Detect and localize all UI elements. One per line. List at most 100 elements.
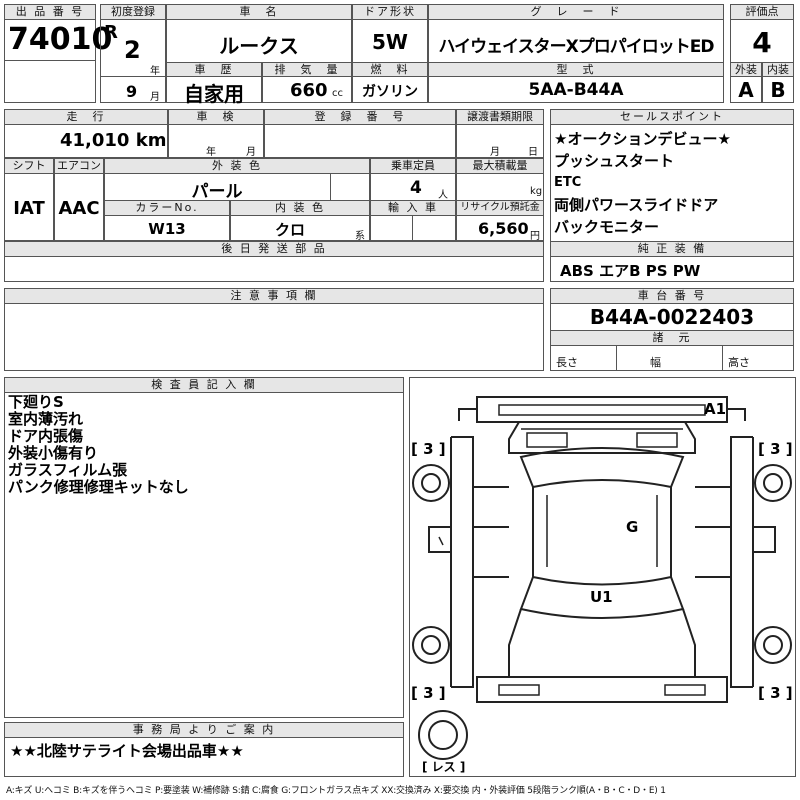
tire-score-front-left: [ 3 ]	[411, 440, 446, 458]
first-reg-box	[100, 19, 166, 103]
office-header: 事 務 局 よ り ご 案 内	[4, 722, 404, 738]
caution-box	[4, 303, 544, 371]
equipment-box	[550, 256, 794, 282]
model-header: 型 式	[428, 62, 724, 77]
color-header: 外 装 色	[104, 158, 370, 174]
era-letter: R	[104, 22, 118, 43]
score-header: 評価点	[730, 4, 794, 20]
car-name: ルークス	[219, 34, 299, 58]
inspector-note: 外装小傷有り	[8, 444, 99, 462]
recycle-unit: 円	[530, 231, 540, 242]
color-no-value: W13	[148, 220, 186, 238]
tire-score-rear-right: [ 3 ]	[758, 684, 793, 702]
insp-month-unit: 月	[246, 147, 256, 158]
interior-color-value: クロ	[274, 221, 305, 239]
score-value: 4	[752, 26, 772, 59]
transfer-header: 譲渡書類期限	[456, 109, 544, 125]
sales-point: 両側パワースライドドア	[554, 196, 719, 214]
transfer-box	[456, 124, 544, 158]
load-header: 最大積載量	[456, 158, 544, 174]
interior-box	[762, 76, 794, 103]
displacement-box	[262, 76, 352, 103]
plate-header: 登 録 番 号	[264, 109, 456, 125]
exterior-header: 外装	[730, 62, 762, 77]
inspector-notes: 下廻りS 室内薄汚れ ドア内張傷 外装小傷有り ガラスフィルム張 パンク修理修理…	[8, 394, 398, 496]
exterior-box	[730, 76, 762, 103]
capacity-header: 乗車定員	[370, 158, 456, 174]
transfer-day-unit: 日	[528, 147, 538, 158]
fuel-value: ガソリン	[362, 84, 418, 100]
ac-header: エアコン	[54, 158, 104, 174]
dimensions-header: 諸 元	[550, 330, 794, 346]
chassis-header: 車 台 番 号	[550, 288, 794, 304]
damage-mark-front-right: A1	[704, 400, 727, 418]
inspector-note: パンク修理修理キットなし	[8, 478, 189, 496]
import-header: 輸 入 車	[370, 200, 456, 216]
inspector-note: 室内薄汚れ	[8, 410, 84, 428]
shift-value: IAT	[13, 198, 45, 219]
model-value: 5AA-B44A	[528, 80, 624, 100]
color-value: パール	[191, 182, 243, 202]
inspection-header: 車 検	[168, 109, 264, 125]
fuel-header: 燃 料	[352, 62, 428, 77]
sales-list: ★オークションデビュー★ プッシュスタート ETC 両側パワースライドドア バッ…	[554, 128, 792, 238]
chassis-number: B44A-0022403	[589, 305, 755, 329]
inspector-note: 下廻りS	[8, 393, 64, 411]
office-box	[4, 737, 404, 777]
fuel-box	[352, 76, 428, 103]
sales-header: セールスポイント	[550, 109, 794, 125]
interior-color-suffix: 系	[355, 231, 365, 242]
equipment-header: 純 正 装 備	[550, 241, 794, 257]
interior-grade: B	[770, 78, 786, 102]
recycle-box	[456, 215, 544, 241]
history-header: 車 歴	[166, 62, 262, 77]
history-value: 自家用	[184, 82, 244, 106]
door-type: 5W	[372, 30, 408, 54]
month-unit: 月	[150, 92, 160, 103]
interior-color-box	[230, 215, 370, 241]
shift-header: シフト	[4, 158, 54, 174]
shift-box	[4, 173, 54, 241]
inspector-note: ガラスフィルム張	[8, 461, 128, 479]
dim-height-label: 高さ	[728, 356, 750, 369]
inspector-header: 検 査 員 記 入 欄	[4, 377, 404, 393]
dimensions-box	[550, 345, 794, 371]
damage-mark-floor: U1	[590, 588, 613, 606]
cc-unit: cc	[332, 88, 343, 99]
damage-mark-roof: G	[626, 518, 639, 536]
sales-point: ETC	[554, 175, 582, 190]
year-unit: 年	[150, 66, 160, 77]
car-name-header: 車 名	[166, 4, 352, 20]
later-parts-header: 後 日 発 送 部 品	[4, 241, 544, 257]
recycle-value: 6,560	[478, 219, 529, 238]
recycle-header: リサイクル預託金	[456, 200, 544, 216]
interior-color-header: 内 装 色	[230, 200, 370, 216]
interior-header: 内装	[762, 62, 794, 77]
tire-score-rear-left: [ 3 ]	[411, 684, 446, 702]
inspection-box	[168, 124, 264, 158]
displacement-value: 660	[290, 80, 328, 101]
lot-no-header: 出 品 番 号	[4, 4, 96, 20]
ac-value: AAC	[58, 198, 100, 219]
reg-month: 9	[126, 82, 138, 101]
mileage-header: 走 行	[4, 109, 168, 125]
car-diagram-frame	[409, 377, 796, 777]
inspector-box	[4, 392, 404, 718]
transfer-month-unit: 月	[490, 147, 500, 158]
sales-point: プッシュスタート	[554, 152, 675, 170]
lot-number: 74010	[8, 22, 113, 57]
dim-length-label: 長さ	[556, 356, 578, 369]
plate-box	[264, 124, 456, 158]
history-box	[166, 76, 262, 103]
inspector-note: ドア内張傷	[8, 427, 84, 445]
caution-header: 注 意 事 項 欄	[4, 288, 544, 304]
ac-box	[54, 173, 104, 241]
sales-point: ★オークションデビュー★	[554, 130, 731, 148]
displacement-header: 排 気 量	[262, 62, 352, 77]
import-box	[370, 215, 456, 241]
color-no-header: カラーNo.	[104, 200, 230, 216]
spare-tire-note: [ レス ]	[422, 760, 466, 774]
later-parts-box	[4, 256, 544, 282]
first-reg-header: 初度登録	[100, 4, 166, 20]
office-note: ★★北陸サテライト会場出品車★★	[10, 742, 244, 760]
